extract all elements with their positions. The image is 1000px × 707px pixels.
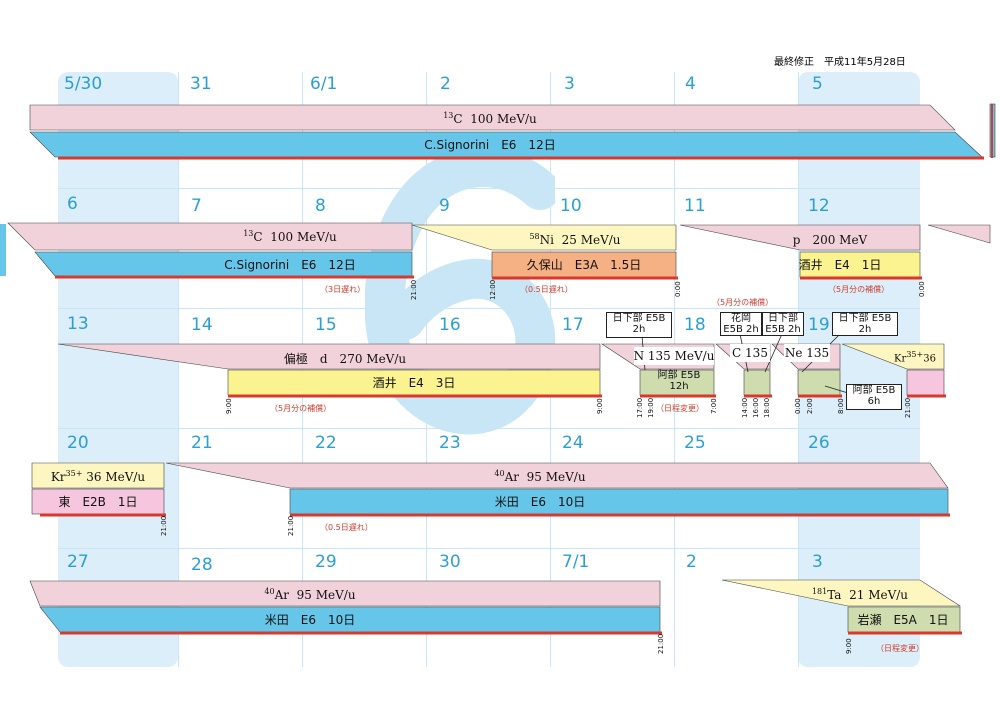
abe-box: 阿部 E5B 12h <box>657 370 701 392</box>
kr-week4-end-time: 21:00 <box>160 515 168 536</box>
day-number: 4 <box>685 74 696 94</box>
day-number: 13 <box>67 314 89 334</box>
c135-time: 18:00 <box>763 397 771 418</box>
day-number: 25 <box>684 433 706 453</box>
day-number: 6/1 <box>310 74 338 94</box>
day-number: 31 <box>190 74 212 94</box>
n135-energy: N 135 MeV/u <box>633 347 715 365</box>
day-number: 18 <box>684 315 706 335</box>
c13-week1-user: C.Signorini E6 12日 <box>424 137 556 152</box>
d270-note: （5月分の補償） <box>270 404 332 413</box>
ar40-start-time: 21:00 <box>287 515 295 536</box>
day-number: 11 <box>684 196 706 216</box>
day-number: 27 <box>67 552 89 572</box>
ne135-time: 8:00 <box>837 398 845 414</box>
day-number: 3 <box>812 552 823 572</box>
ar40-week4-energy: 40Ar 95 MeV/u <box>494 468 586 484</box>
n135-time: 19:00 <box>647 397 655 418</box>
c135-energy: C 135 <box>730 344 770 362</box>
day-number: 26 <box>808 433 830 453</box>
day-number: 24 <box>562 433 584 453</box>
day-number: 16 <box>439 315 461 335</box>
kr-week3-energy: Kr35+36 <box>894 349 936 365</box>
p200-note: （5月分の補償） <box>828 285 890 294</box>
day-number: 19 <box>808 315 830 335</box>
last-modified-text: 最終修正 平成11年5月28日 <box>774 57 906 68</box>
day-number: 22 <box>315 433 337 453</box>
abe-box-2: 阿部 E5B 6h <box>846 384 902 410</box>
ar40-week4-user: 米田 E6 10日 <box>494 495 586 509</box>
c13-end-time: 21:00 <box>410 279 418 300</box>
ta181-start-time: 9:00 <box>845 638 853 654</box>
day-number: 10 <box>560 196 582 216</box>
c135-note: （5月分の補償） <box>712 298 774 307</box>
ne135-time: 0:00 <box>794 398 802 414</box>
ni58-delay-note: （0.5日遅れ） <box>520 285 573 294</box>
d270-start-time: 9:00 <box>225 398 233 414</box>
day-number: 23 <box>439 433 461 453</box>
day-number: 12 <box>808 196 830 216</box>
ni58-user: 久保山 E3A 1.5日 <box>526 258 642 272</box>
kusakabe-box-1: 日下部 E5B 2h <box>606 312 672 338</box>
day-number: 5 <box>812 74 823 94</box>
kr-week4-energy: Kr35+ 36 MeV/u <box>50 468 146 484</box>
ar40-delay-note: （0.5日遅れ） <box>320 523 373 532</box>
kusakabe-box-2: 日下部 E5B 2h <box>762 312 804 336</box>
kr-week3-end-time: 21:00 <box>904 397 912 418</box>
day-number: 2 <box>440 74 451 94</box>
day-number: 21 <box>191 433 213 453</box>
day-number: 29 <box>315 552 337 572</box>
day-number: 6 <box>67 194 78 214</box>
hanaoka-box: 花岡 E5B 2h <box>720 312 762 336</box>
day-number: 5/30 <box>64 74 103 94</box>
n135-time: 7:00 <box>710 398 718 414</box>
day-number: 28 <box>191 555 213 575</box>
ni58-end-time: 0:00 <box>674 281 682 297</box>
c135-time: 14:00 <box>741 397 749 418</box>
month-six-watermark <box>365 150 555 440</box>
ta181-note: （日程変更） <box>876 644 924 653</box>
day-number: 7 <box>191 196 202 216</box>
p200-user: 酒井 E4 1日 <box>798 258 882 272</box>
day-number: 7/1 <box>562 552 590 572</box>
n135-note: （日程変更） <box>656 404 704 413</box>
day-number: 17 <box>562 315 584 335</box>
p200-end-time: 0:00 <box>918 281 926 297</box>
c13-week1-energy: 13C 100 MeV/u <box>443 110 537 126</box>
p200-energy: p 200 MeV <box>792 232 868 247</box>
ni58-energy: 58Ni 25 MeV/u <box>529 231 621 247</box>
ne135-time: 2:00 <box>806 398 814 414</box>
n135-time: 17:00 <box>636 397 644 418</box>
ar40-end-time: 21:00 <box>657 633 665 654</box>
day-number: 30 <box>439 552 461 572</box>
ar40-week5-user: 米田 E6 10日 <box>264 613 356 627</box>
c135-time: 16:00 <box>752 397 760 418</box>
ni58-start-time: 12:00 <box>489 279 497 300</box>
day-number: 2 <box>686 552 697 572</box>
c13-delay-note: （3日遅れ） <box>320 285 366 294</box>
ne135-energy: Ne 135 <box>784 344 830 362</box>
day-number: 8 <box>315 196 326 216</box>
d270-user: 酒井 E4 3日 <box>372 376 456 390</box>
kusakabe-box-3: 日下部 E5B 2h <box>832 312 898 336</box>
day-number: 3 <box>564 74 575 94</box>
ta181-user: 岩瀬 E5A 1日 <box>857 613 949 627</box>
c13-week2-user: C.Signorini E6 12日 <box>224 257 356 272</box>
ta181-energy: 181Ta 21 MeV/u <box>811 586 909 602</box>
day-number: 15 <box>315 315 337 335</box>
sunday-column <box>58 72 178 667</box>
d270-end-time: 9:00 <box>596 398 604 414</box>
ar40-week5-energy: 40Ar 95 MeV/u <box>264 586 356 602</box>
day-number: 9 <box>439 196 450 216</box>
saturday-column <box>798 72 920 667</box>
c13-week2-energy: 13C 100 MeV/u <box>243 228 337 244</box>
day-number: 14 <box>191 315 213 335</box>
kr-week4-user: 東 E2B 1日 <box>58 495 138 509</box>
day-number: 20 <box>67 433 89 453</box>
d270-energy: 偏極 d 270 MeV/u <box>283 351 407 366</box>
